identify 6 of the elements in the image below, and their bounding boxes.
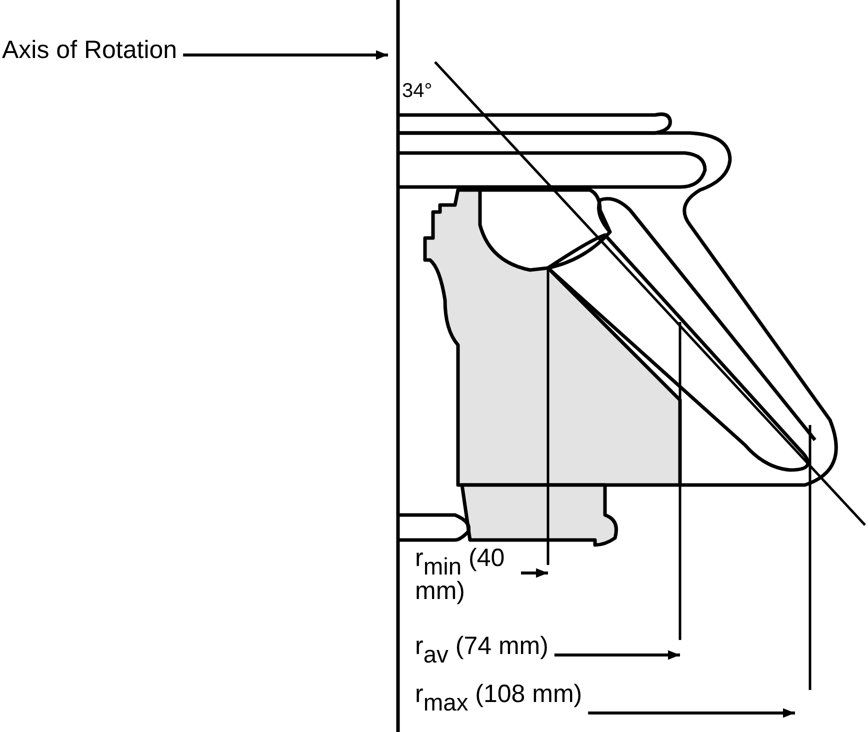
arrow (588, 708, 795, 718)
arrow (183, 50, 388, 60)
arrow (554, 650, 680, 660)
axis-label: Axis of Rotation (2, 34, 178, 66)
arrow (521, 568, 548, 578)
angle-label: 34° (402, 80, 432, 103)
